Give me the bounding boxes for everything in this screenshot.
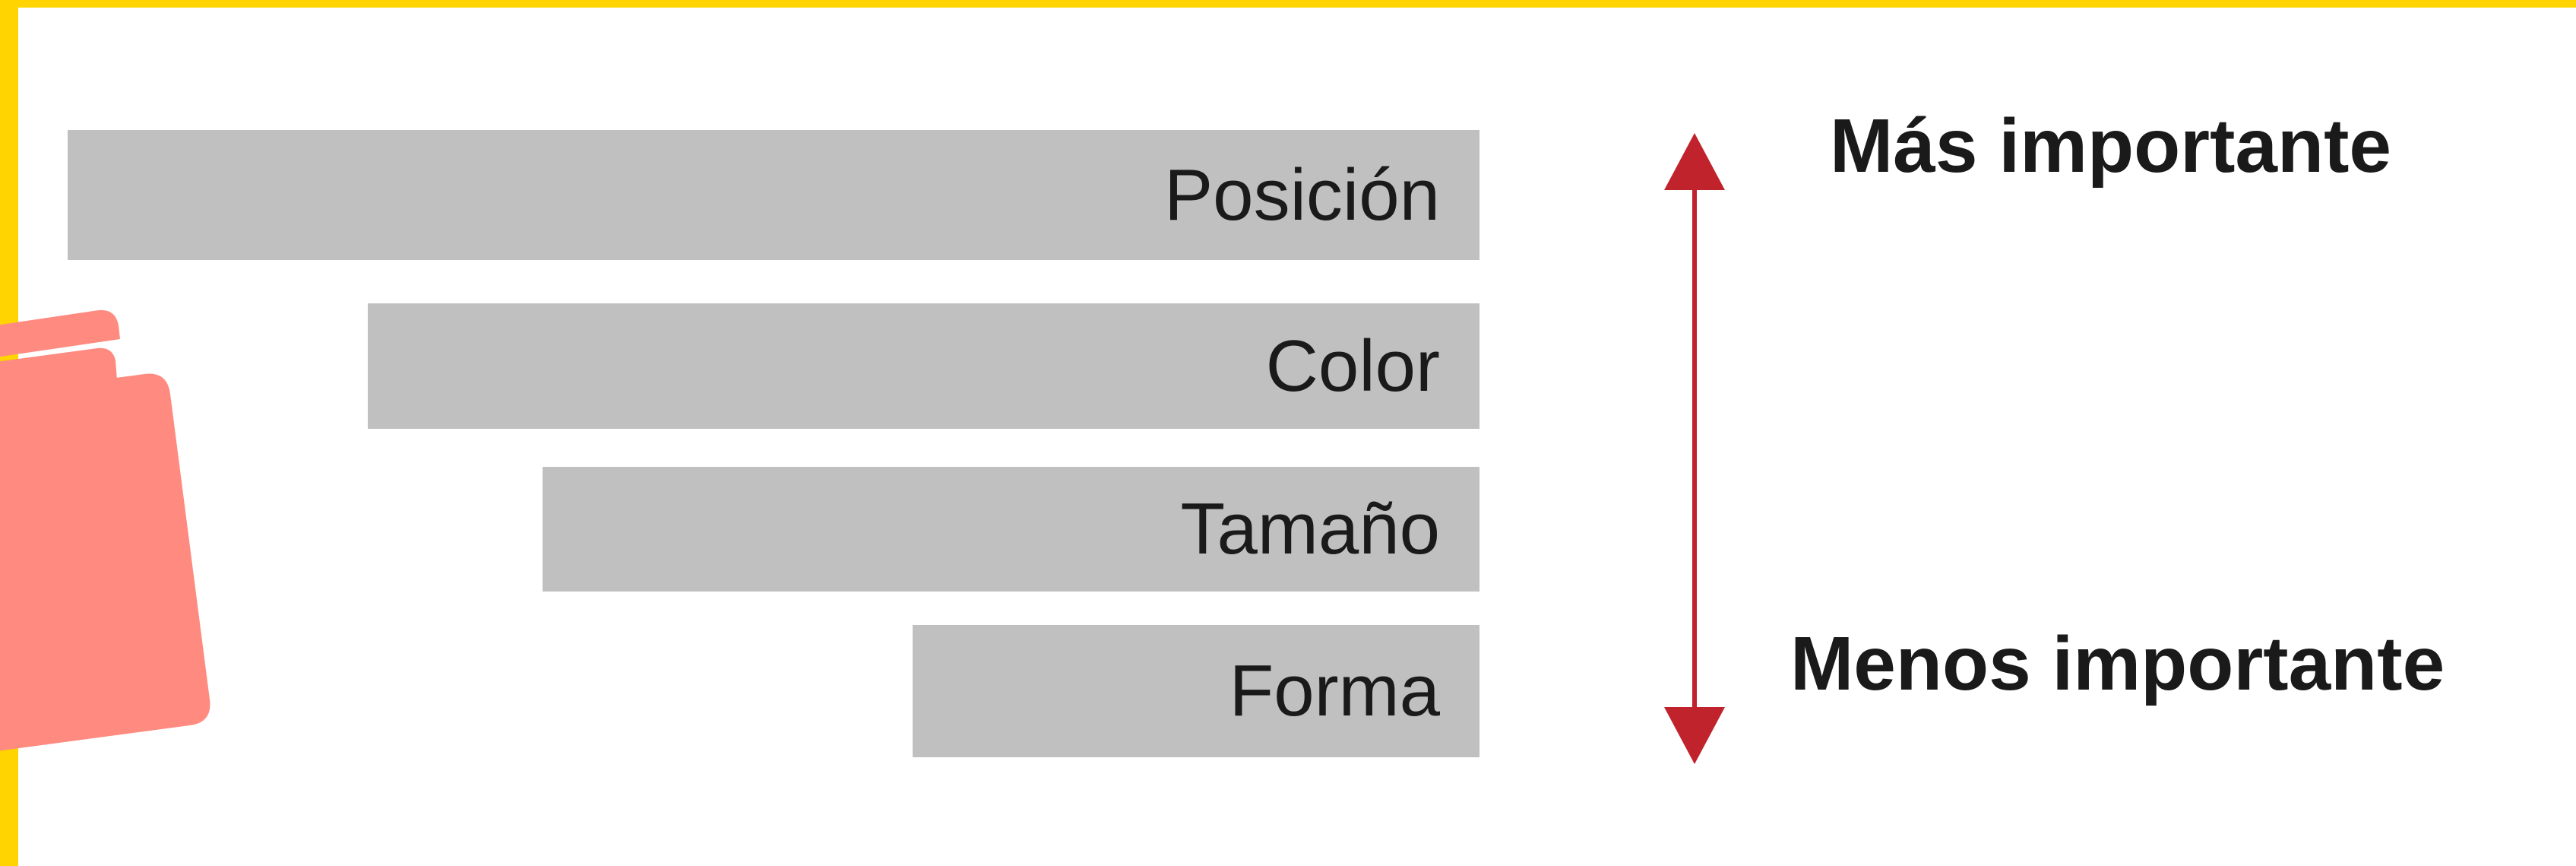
bar-position: Posición [68,130,1479,260]
label-most-important: Más importante [1830,103,2392,189]
bar-size: Tamaño [543,467,1479,592]
bar-label-size: Tamaño [1180,488,1440,569]
double-headed-arrow-icon [1664,133,1725,764]
label-least-important: Menos importante [1790,621,2445,706]
bar-label-shape: Forma [1229,650,1440,731]
bar-label-color: Color [1265,325,1440,407]
bar-label-position: Posición [1164,154,1440,236]
frame-top-border [0,0,2576,8]
bar-shape: Forma [913,625,1479,757]
bar-color: Color [368,303,1479,429]
folder-icon [0,309,210,751]
